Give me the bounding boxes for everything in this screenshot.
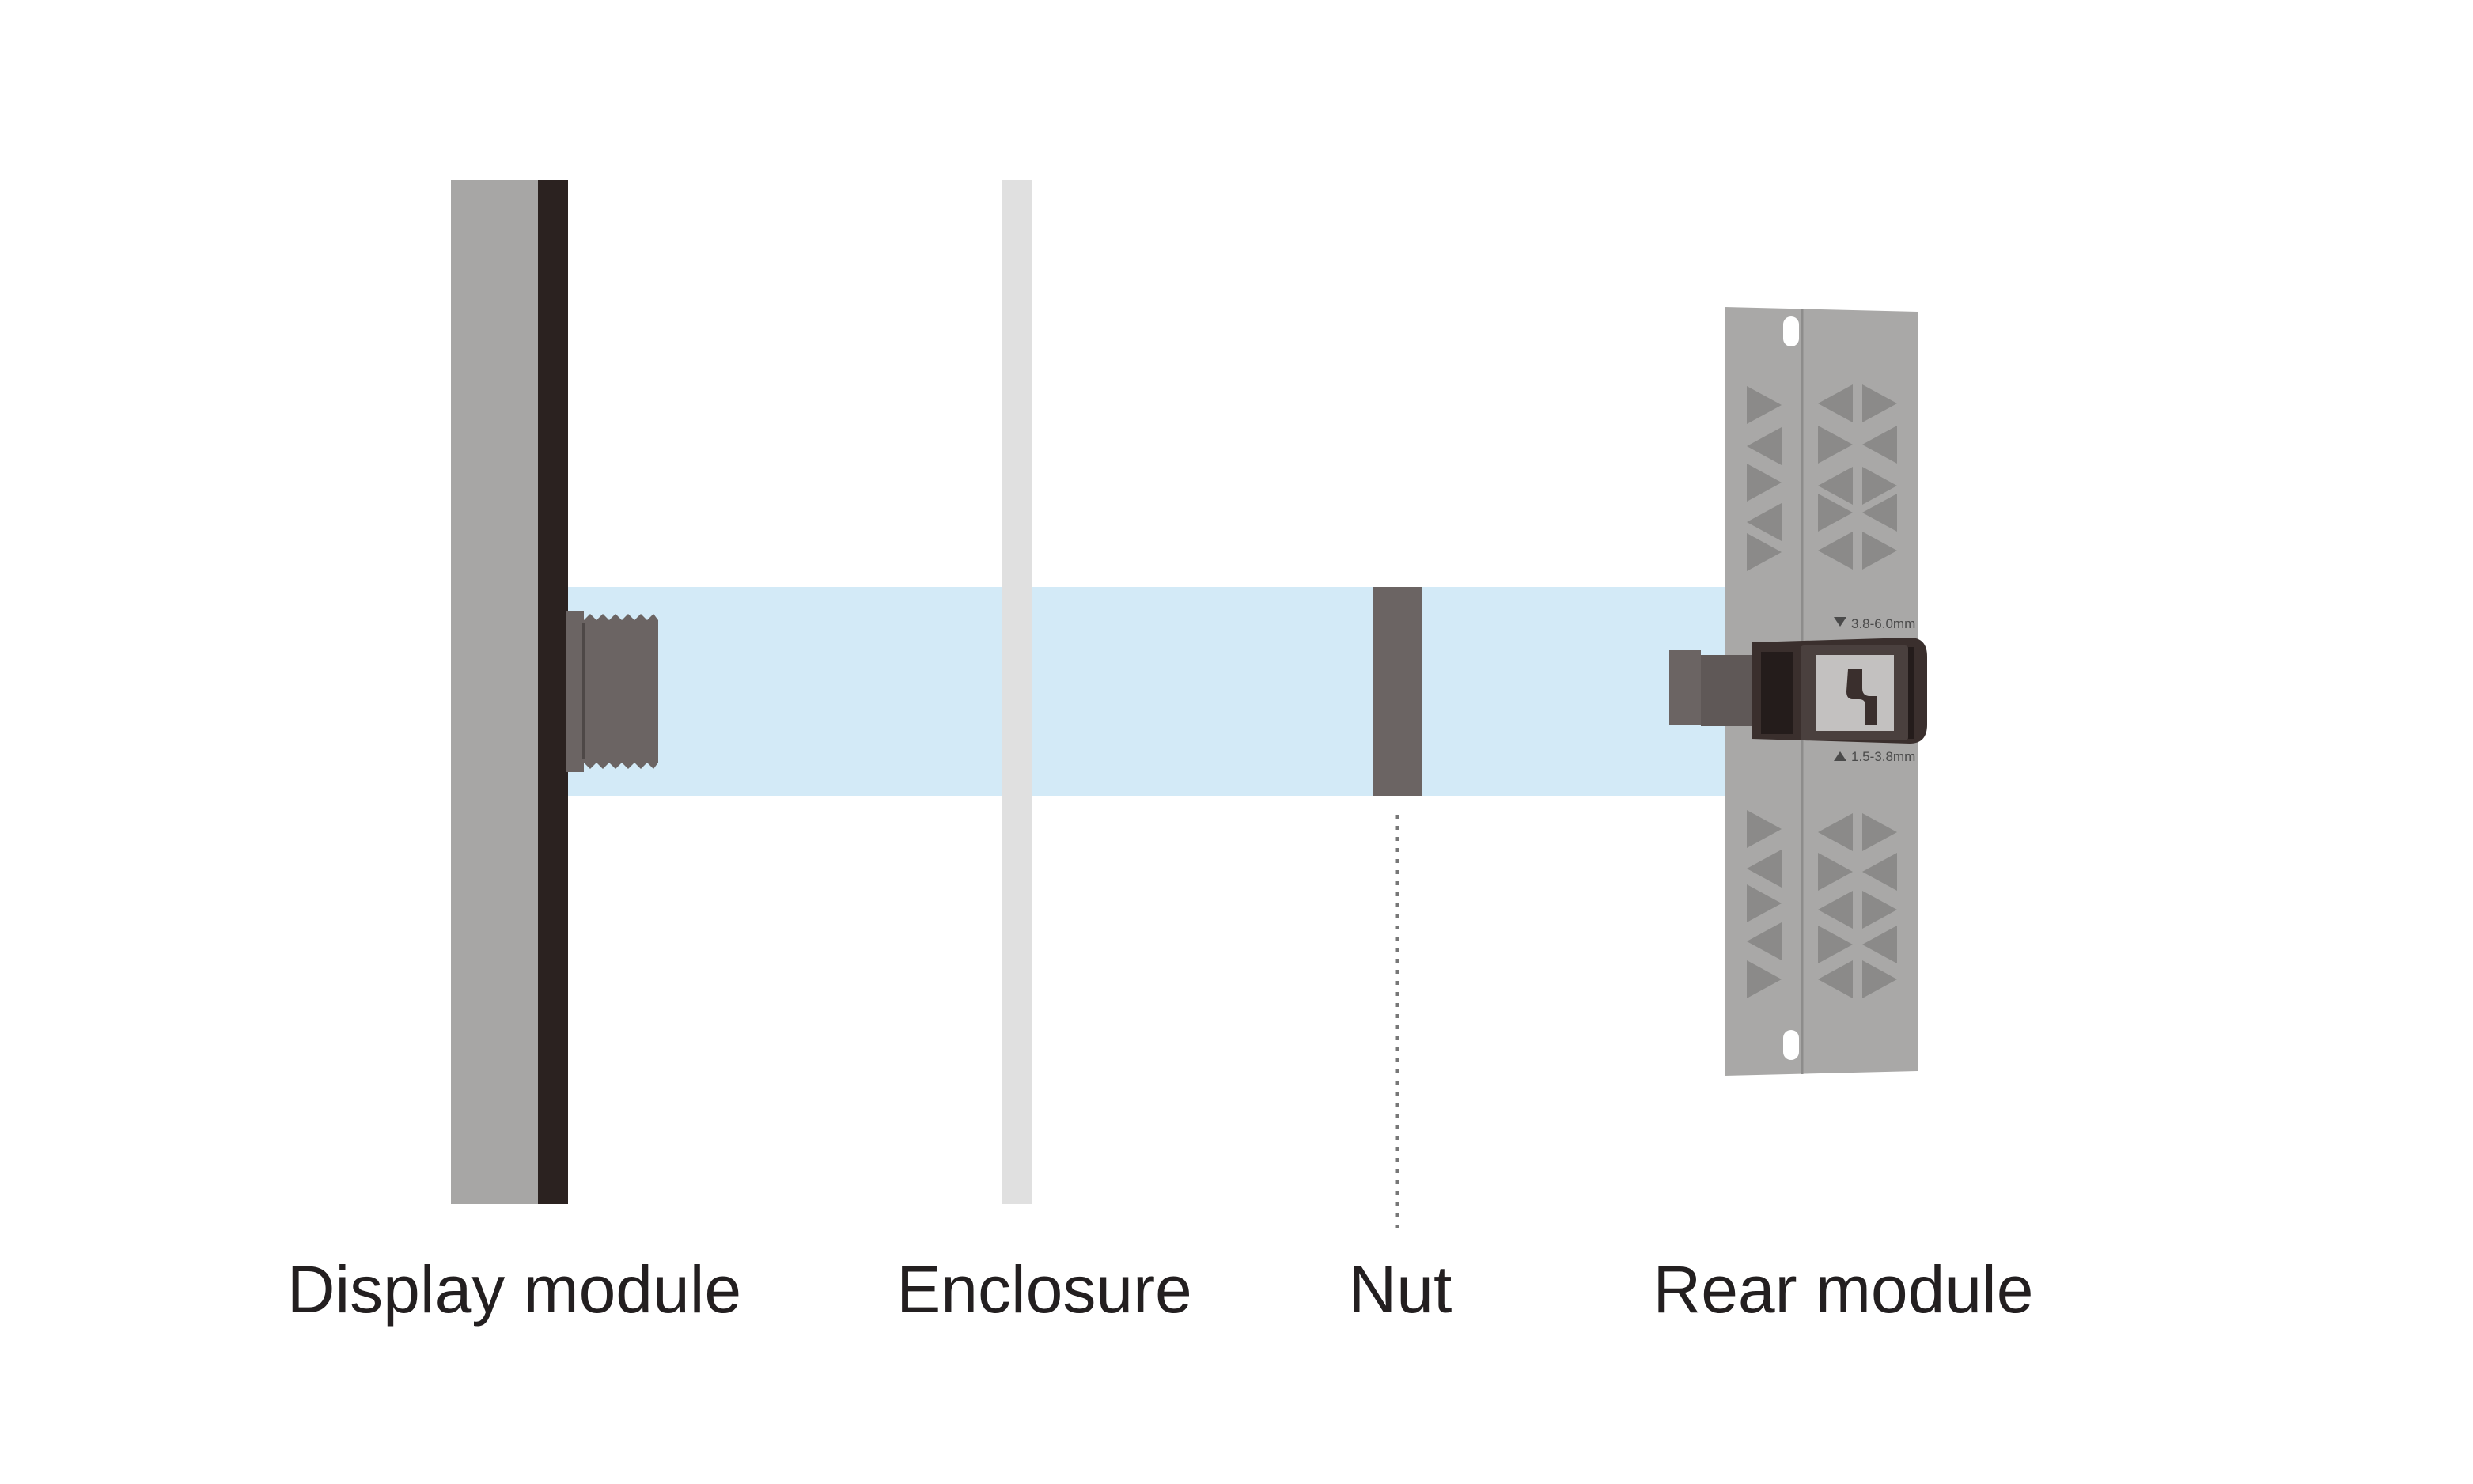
vent-pattern-lower [1747, 810, 1897, 998]
upper-range-arrow-icon [1834, 617, 1846, 627]
mounting-hole-bottom [1783, 1030, 1799, 1060]
mounting-channel [563, 587, 1726, 796]
mounting-hole-top [1783, 316, 1799, 346]
display-panel [451, 180, 540, 1204]
lower-range-arrow-icon [1834, 751, 1846, 761]
rear-module: 3.8-6.0mm 1.5-3.8mm [1669, 307, 1927, 1076]
display-module-label: Display module [286, 1252, 742, 1327]
enclosure-label: Enclosure [896, 1252, 1192, 1327]
nut-label: Nut [1348, 1252, 1452, 1327]
vent-pattern-upper [1747, 384, 1897, 571]
upper-range-spec: 3.8-6.0mm [1851, 616, 1915, 631]
display-bezel [538, 180, 568, 1204]
threaded-stud [566, 611, 658, 772]
latch-connector [1669, 638, 1927, 744]
enclosure [1002, 180, 1032, 1204]
rear-module-label: Rear module [1653, 1252, 2034, 1327]
display-module [451, 180, 658, 1204]
lower-range-spec: 1.5-3.8mm [1851, 749, 1915, 764]
nut [1373, 587, 1422, 796]
